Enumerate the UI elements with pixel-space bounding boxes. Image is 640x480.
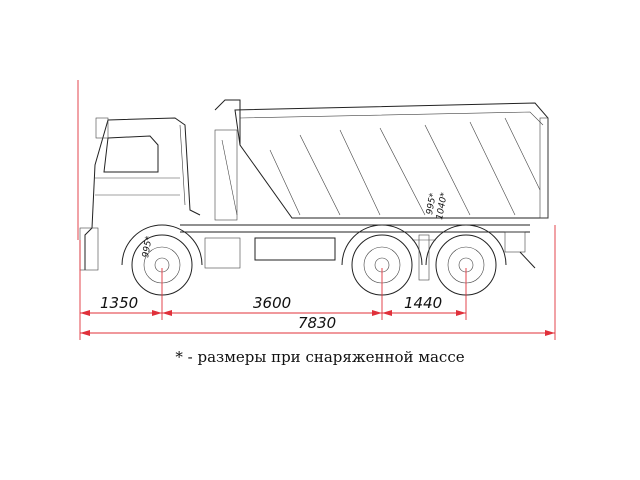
dimension-row-lower	[80, 330, 555, 336]
dim-wheelbase-first: 3600	[253, 294, 291, 312]
truck-cab	[79, 117, 201, 271]
rear-suspension	[412, 234, 436, 281]
footnote: * - размеры при снаряженной массе	[175, 348, 465, 366]
dump-body	[214, 99, 549, 219]
rear-height-label-2: 1040*	[435, 191, 450, 220]
extension-lines	[77, 80, 556, 340]
front-height-label: 995*	[141, 235, 155, 259]
dim-front-overhang: 1350	[100, 294, 138, 312]
dim-wheelbase-rear: 1440	[404, 294, 442, 312]
dim-overall-length: 7830	[298, 314, 336, 332]
rear-height-label: 995*	[425, 192, 439, 216]
dimension-row-upper	[80, 310, 466, 316]
